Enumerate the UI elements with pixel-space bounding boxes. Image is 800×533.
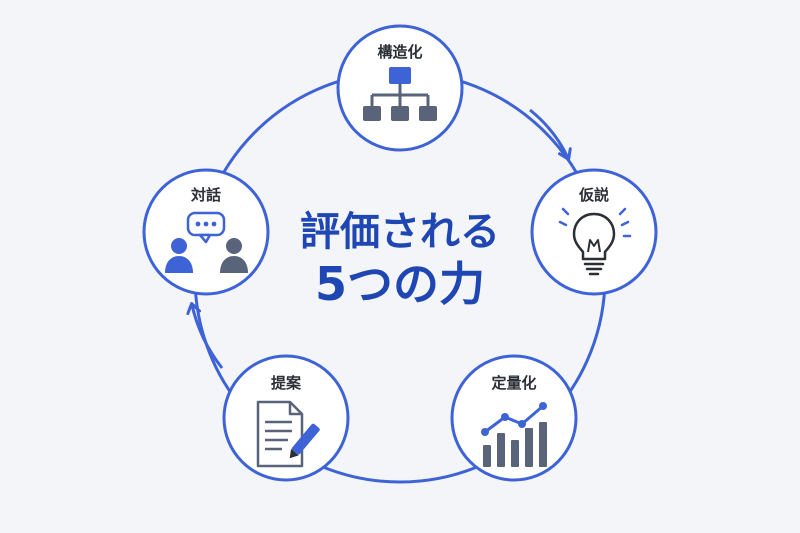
center-title-line2: 5つの力 [315,257,485,311]
node-kozoka: 構造化 [336,24,464,152]
node-teiryoka: 定量化 [450,354,578,482]
dialogue-icon [165,211,248,273]
node-taiwa-label: 対話 [190,186,221,204]
lightbulb-icon [558,207,632,276]
node-teian: 提案 [222,354,350,482]
node-taiwa: 対話 [142,168,270,296]
node-kozoka-label: 構造化 [377,43,422,61]
node-kasetsu: 仮説 [530,168,658,296]
arrow-bottom-left [186,302,224,369]
hierarchy-icon [363,67,437,121]
document-pen-icon [256,400,320,468]
arrow-top-right [529,108,572,161]
node-teian-label: 提案 [271,374,302,392]
chart-icon [481,402,547,467]
node-kasetsu-label: 仮説 [578,186,609,204]
node-teiryoka-label: 定量化 [491,374,536,392]
center-title-line1: 評価される [300,209,500,255]
